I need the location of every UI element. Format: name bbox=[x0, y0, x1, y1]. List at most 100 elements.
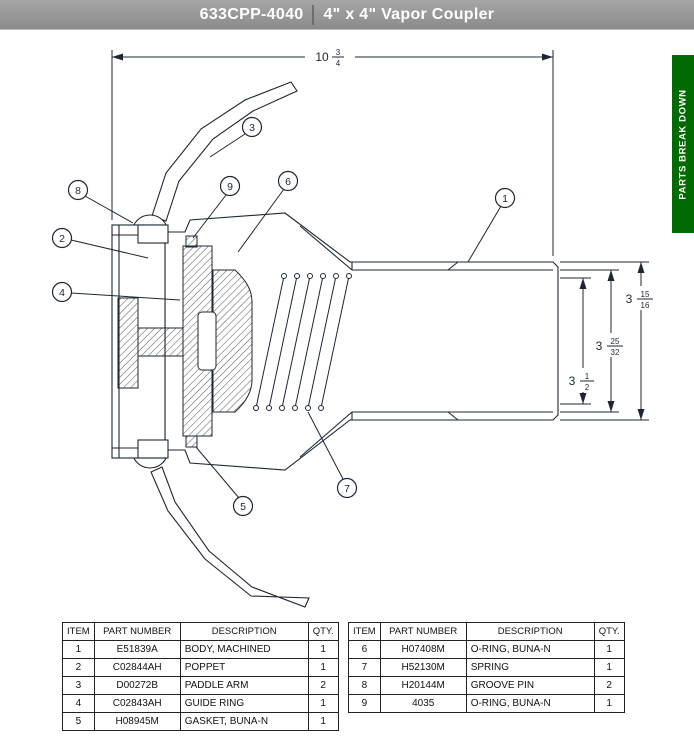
cell-item: 1 bbox=[62, 640, 95, 659]
dim-d1-den: 16 bbox=[641, 301, 650, 310]
dim-d2-num: 25 bbox=[611, 337, 620, 346]
cell-qty: 2 bbox=[307, 676, 339, 695]
cell-part-number: H08945M bbox=[93, 712, 181, 731]
svg-text:3: 3 bbox=[249, 122, 255, 134]
table-row: 2 C02844AH POPPET 1 bbox=[62, 658, 339, 677]
cell-part-number: C02844AH bbox=[93, 658, 181, 677]
svg-text:7: 7 bbox=[344, 483, 350, 495]
dim-d1-num: 15 bbox=[641, 290, 650, 299]
svg-text:2: 2 bbox=[59, 233, 65, 245]
callout-5: 5 bbox=[232, 495, 254, 517]
cell-description: BODY, MACHINED bbox=[179, 640, 309, 659]
cell-item: 3 bbox=[62, 676, 95, 695]
coupler-drawing: 10 3 4 bbox=[0, 30, 694, 620]
col-header-part-number: PART NUMBER bbox=[379, 622, 467, 641]
cell-qty: 1 bbox=[593, 658, 625, 677]
cell-item: 6 bbox=[348, 640, 381, 659]
callout-4: 4 bbox=[51, 281, 73, 303]
dim-d3-den: 2 bbox=[585, 383, 590, 392]
cell-item: 9 bbox=[348, 694, 381, 713]
dim-length-whole: 10 bbox=[315, 50, 329, 64]
callout-8: 8 bbox=[67, 179, 89, 201]
coupler-drawing-svg: 10 3 4 bbox=[51, 46, 660, 608]
table-row: 7 H52130M SPRING 1 bbox=[348, 658, 625, 677]
cell-qty: 1 bbox=[307, 658, 339, 677]
cell-part-number: H20144M bbox=[379, 676, 467, 695]
cell-item: 5 bbox=[62, 712, 95, 731]
dimension-overall-length: 10 3 4 bbox=[111, 46, 554, 256]
callout-3: 3 bbox=[241, 116, 263, 138]
poppet-section bbox=[117, 235, 253, 448]
col-header-description: DESCRIPTION bbox=[179, 622, 309, 641]
dim-d1-whole: 3 bbox=[626, 292, 633, 306]
table-row: 9 4035 O-RING, BUNA-N 1 bbox=[348, 694, 625, 713]
svg-text:5: 5 bbox=[240, 501, 246, 513]
cell-qty: 1 bbox=[593, 694, 625, 713]
callout-1: 1 bbox=[494, 187, 516, 209]
callout-9: 9 bbox=[219, 175, 241, 197]
col-header-description: DESCRIPTION bbox=[465, 622, 595, 641]
cell-part-number: 4035 bbox=[379, 694, 467, 713]
col-header-part-number: PART NUMBER bbox=[93, 622, 181, 641]
col-header-qty: QTY. bbox=[593, 622, 625, 641]
cell-part-number: H07408M bbox=[379, 640, 467, 659]
dimension-d1: 3 15 16 bbox=[560, 261, 660, 421]
svg-text:9: 9 bbox=[227, 181, 233, 193]
cell-description: POPPET bbox=[179, 658, 309, 677]
dimension-d3: 3 1 2 bbox=[560, 277, 600, 405]
cell-qty: 1 bbox=[307, 712, 339, 731]
dim-length-num: 3 bbox=[336, 48, 341, 57]
table-row: 4 C02843AH GUIDE RING 1 bbox=[62, 694, 339, 713]
col-header-item: ITEM bbox=[62, 622, 95, 641]
table-row: 5 H08945M GASKET, BUNA-N 1 bbox=[62, 712, 339, 731]
cell-qty: 1 bbox=[307, 694, 339, 713]
table-header-row: ITEM PART NUMBER DESCRIPTION QTY. bbox=[348, 622, 625, 641]
cell-part-number: H52130M bbox=[379, 658, 467, 677]
cell-description: GASKET, BUNA-N bbox=[179, 712, 309, 731]
cell-part-number: E51839A bbox=[93, 640, 181, 659]
callout-7: 7 bbox=[336, 477, 358, 499]
dim-d2-whole: 3 bbox=[596, 339, 603, 353]
header-divider bbox=[312, 4, 315, 25]
cell-description: SPRING bbox=[465, 658, 595, 677]
svg-text:6: 6 bbox=[285, 176, 291, 188]
cell-description: PADDLE ARM bbox=[179, 676, 309, 695]
callout-6: 6 bbox=[277, 170, 299, 192]
cell-description: O-RING, BUNA-N bbox=[465, 694, 595, 713]
cell-item: 7 bbox=[348, 658, 381, 677]
spring bbox=[253, 273, 352, 411]
page-header: 633CPP-4040 4" x 4" Vapor Coupler bbox=[0, 0, 694, 30]
dim-d2-den: 32 bbox=[611, 348, 620, 357]
cell-qty: 1 bbox=[307, 640, 339, 659]
cell-item: 2 bbox=[62, 658, 95, 677]
cell-part-number: D00272B bbox=[93, 676, 181, 695]
parts-table-items-6-9: ITEM PART NUMBER DESCRIPTION QTY. 6 H074… bbox=[348, 622, 625, 713]
dim-d3-num: 1 bbox=[585, 372, 590, 381]
parts-breakdown-tab[interactable]: PARTS BREAK DOWN bbox=[672, 55, 694, 233]
cell-part-number: C02843AH bbox=[93, 694, 181, 713]
cell-description: GROOVE PIN bbox=[465, 676, 595, 695]
cell-description: GUIDE RING bbox=[179, 694, 309, 713]
svg-text:8: 8 bbox=[75, 185, 81, 197]
header-part-number: 633CPP-4040 bbox=[199, 5, 304, 23]
callout-2: 2 bbox=[51, 227, 73, 249]
parts-table-items-1-5: ITEM PART NUMBER DESCRIPTION QTY. 1 E518… bbox=[62, 622, 339, 731]
page-title: 4" x 4" Vapor Coupler bbox=[323, 5, 495, 23]
dim-d3-whole: 3 bbox=[569, 374, 576, 388]
cell-qty: 2 bbox=[593, 676, 625, 695]
cell-description: O-RING, BUNA-N bbox=[465, 640, 595, 659]
dimension-d2: 3 25 32 bbox=[560, 269, 630, 413]
svg-text:1: 1 bbox=[502, 193, 508, 205]
dim-length-den: 4 bbox=[336, 59, 341, 68]
table-row: 1 E51839A BODY, MACHINED 1 bbox=[62, 640, 339, 659]
col-header-item: ITEM bbox=[348, 622, 381, 641]
cell-item: 4 bbox=[62, 694, 95, 713]
cell-item: 8 bbox=[348, 676, 381, 695]
svg-text:4: 4 bbox=[59, 287, 65, 299]
callout-leaders bbox=[70, 133, 502, 499]
cell-qty: 1 bbox=[593, 640, 625, 659]
table-row: 8 H20144M GROOVE PIN 2 bbox=[348, 676, 625, 695]
table-header-row: ITEM PART NUMBER DESCRIPTION QTY. bbox=[62, 622, 339, 641]
table-row: 6 H07408M O-RING, BUNA-N 1 bbox=[348, 640, 625, 659]
